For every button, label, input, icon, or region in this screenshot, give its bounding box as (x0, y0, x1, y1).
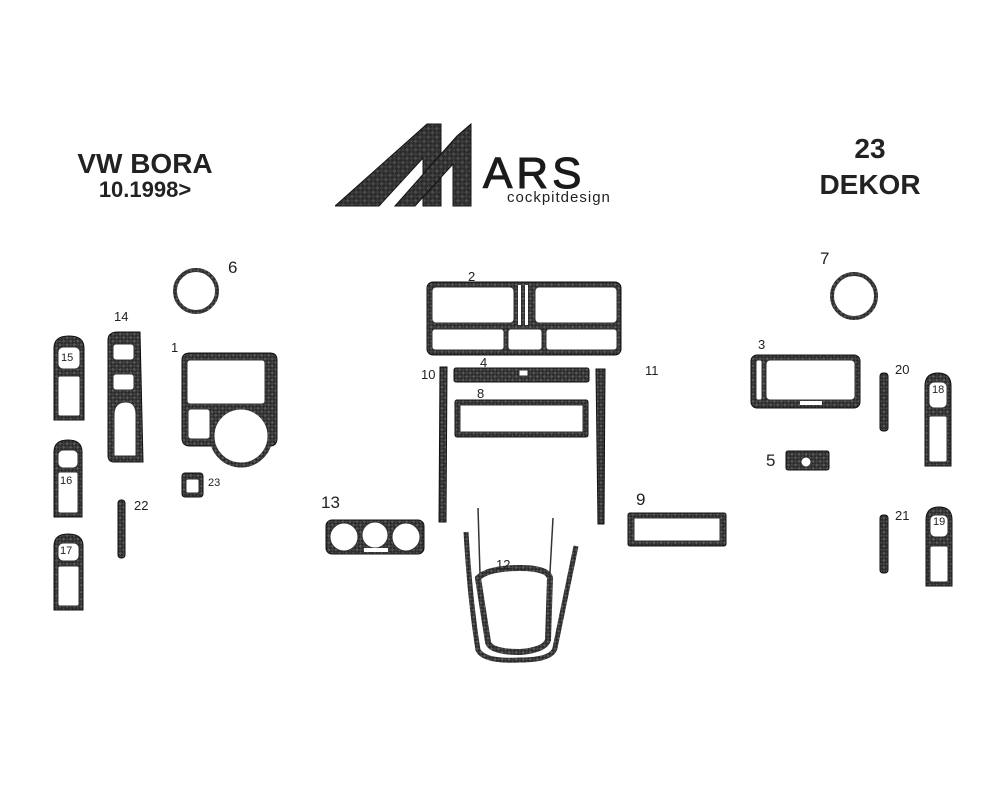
label-part-17: 17 (60, 545, 73, 557)
label-part-6: 6 (228, 258, 238, 277)
label-part-10: 10 (421, 367, 436, 382)
part-count: 23 (854, 133, 886, 164)
part-23-small (181, 472, 204, 498)
part-13-gauges (325, 519, 425, 555)
logo-brand: ARS (483, 149, 585, 198)
label-part-8: 8 (477, 386, 485, 401)
part-22-strip (117, 499, 126, 559)
label-part-1: 1 (171, 340, 179, 355)
label-part-22: 22 (134, 498, 149, 513)
label-part-3: 3 (758, 337, 766, 352)
label-part-13: 13 (321, 493, 340, 512)
part-1-cluster (181, 352, 278, 468)
part-16-trim (53, 439, 83, 518)
part-9-frame (627, 512, 727, 547)
part-4-strip (453, 367, 590, 383)
part-12-console (463, 507, 579, 663)
mars-logo: ARS cockpitdesign (335, 122, 611, 207)
part-7-ring (830, 272, 878, 320)
part-8-frame (454, 399, 589, 438)
part-3-panel (750, 354, 861, 409)
part-21-strip (879, 514, 889, 574)
logo-tagline: cockpitdesign (507, 189, 611, 206)
part-11-strip (595, 368, 606, 525)
part-2-panel (426, 281, 622, 356)
part-6-ring (173, 268, 219, 314)
label-part-7: 7 (820, 249, 830, 268)
vehicle-model: VW BORA (77, 148, 213, 179)
label-part-2: 2 (468, 269, 476, 284)
dekor-label: DEKOR (819, 169, 921, 200)
label-part-15: 15 (61, 352, 74, 364)
label-part-18: 18 (932, 384, 945, 396)
vehicle-year: 10.1998> (98, 177, 192, 202)
part-17-trim (53, 533, 84, 611)
label-part-9: 9 (636, 490, 646, 509)
label-part-4: 4 (480, 355, 488, 370)
label-part-12: 12 (496, 557, 511, 572)
part-14-panel (107, 331, 144, 463)
label-part-16: 16 (60, 475, 73, 487)
label-part-19: 19 (933, 516, 946, 528)
part-10-strip (438, 366, 448, 523)
label-part-5: 5 (766, 451, 776, 470)
mars-m-logo-icon (335, 122, 472, 207)
label-part-14: 14 (114, 309, 129, 324)
part-18-trim (924, 372, 952, 467)
part-15-trim (53, 335, 85, 421)
part-5-small (785, 450, 830, 471)
label-part-11: 11 (645, 363, 659, 378)
part-20-strip (879, 372, 889, 432)
label-part-23: 23 (208, 477, 221, 489)
label-part-21: 21 (895, 508, 910, 523)
label-part-20: 20 (895, 362, 910, 377)
part-19-trim (925, 506, 953, 587)
